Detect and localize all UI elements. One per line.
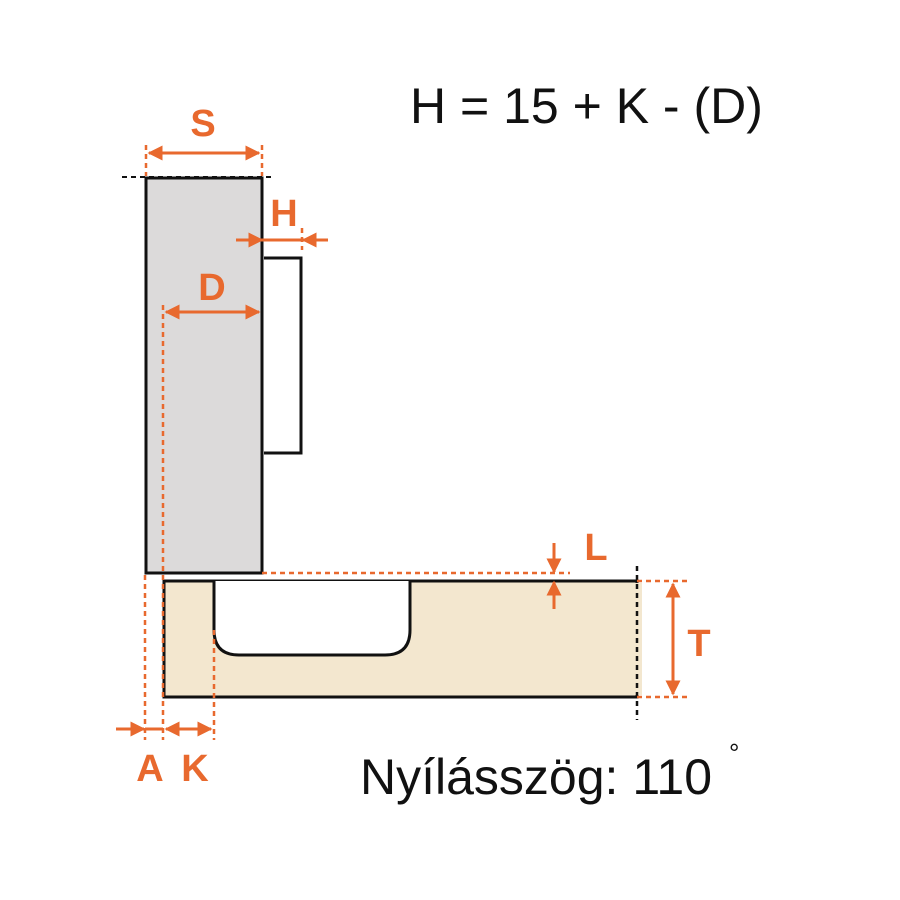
door-panel	[144, 176, 264, 575]
formula-text: H = 15 + K - (D)	[410, 78, 763, 134]
dimension-arrows	[116, 145, 681, 737]
label-k: K	[181, 748, 209, 790]
label-a: A	[136, 748, 163, 790]
label-h: H	[270, 193, 297, 235]
mounting-plate-cutout	[212, 581, 412, 657]
guide-lines	[143, 145, 688, 740]
label-d: D	[198, 267, 225, 309]
opening-angle-caption: Nyílásszög: 110	[360, 749, 712, 805]
label-l: L	[584, 527, 607, 569]
degree-symbol: °	[729, 738, 739, 768]
label-s: S	[190, 103, 215, 145]
label-t: T	[687, 623, 710, 665]
hinge-cup	[264, 256, 303, 455]
